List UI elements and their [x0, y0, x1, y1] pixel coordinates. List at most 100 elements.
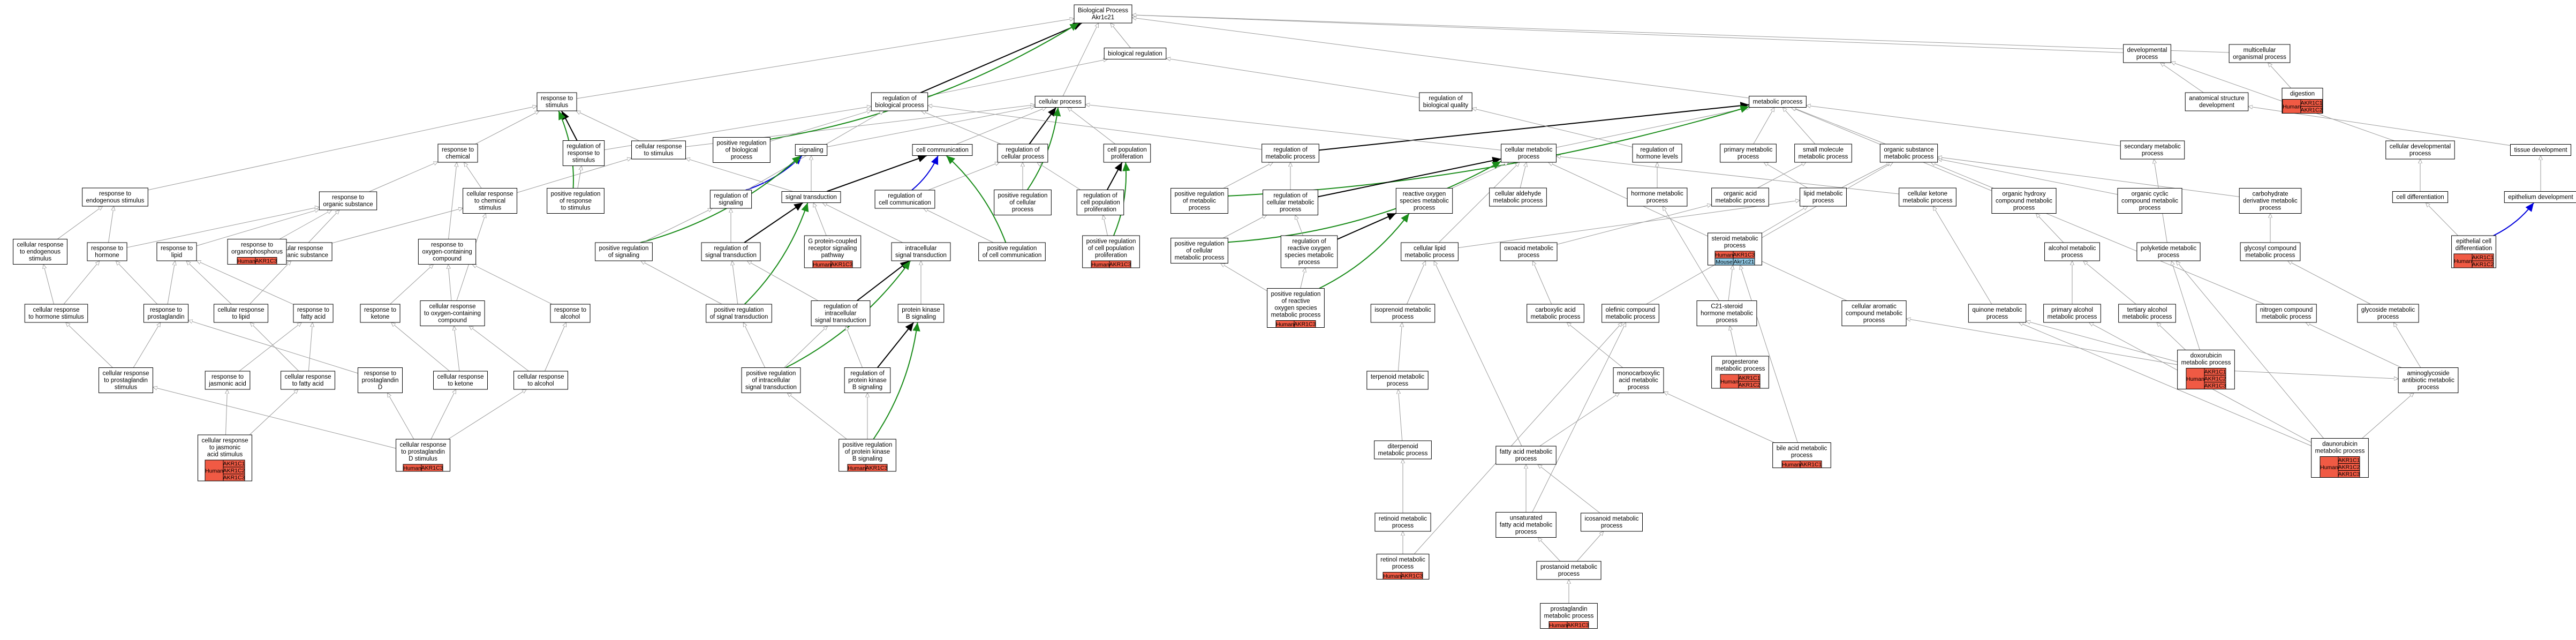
go-term-node[interactable]: signaling [795, 144, 828, 156]
go-term-node[interactable]: tissue development [2510, 144, 2572, 156]
go-term-node[interactable]: signal transduction [781, 191, 841, 203]
go-term-node[interactable]: cellular process [1034, 96, 1086, 108]
go-term-node[interactable]: epithelium development [2504, 191, 2576, 203]
go-term-node[interactable]: cell communication [912, 144, 973, 156]
go-term-node[interactable]: metabolic process [1749, 96, 1807, 108]
